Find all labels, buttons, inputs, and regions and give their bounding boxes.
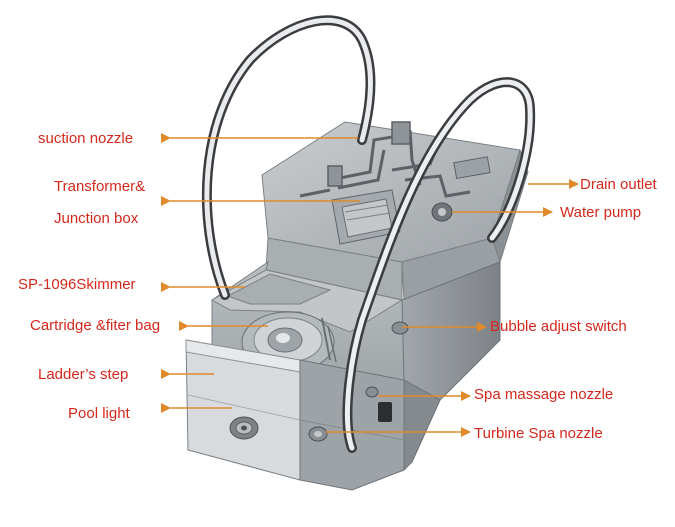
spa-massage-nozzle <box>365 386 392 422</box>
label-bubble-switch: Bubble adjust switch <box>490 318 627 335</box>
label-water-pump: Water pump <box>560 204 642 221</box>
right-handle-pipe <box>342 77 536 453</box>
label-ladder-step: Ladder’s step <box>38 366 129 383</box>
left-handle-pipe <box>201 15 376 300</box>
label-cartridge: Cartridge &fiter bag <box>30 317 161 334</box>
label-suction-nozzle: suction nozzle <box>38 130 134 147</box>
label-pool-light: Pool light <box>68 405 130 422</box>
label-spa-massage: Spa massage nozzle <box>474 386 614 403</box>
label-skimmer: SP-1096Skimmer <box>18 276 136 293</box>
label-drain-outlet: Drain outlet <box>580 176 657 193</box>
bubble-adjust-switch <box>391 321 409 335</box>
label-turbine-spa: Turbine Spa nozzle <box>474 425 603 442</box>
turbine-spa-nozzle <box>308 426 328 442</box>
ladder-step-panel <box>185 339 301 481</box>
pool-light <box>229 416 259 440</box>
label-junction-box: Junction box <box>54 210 139 227</box>
label-transformer: Transformer& <box>54 178 146 195</box>
leader-arrows <box>161 133 579 437</box>
